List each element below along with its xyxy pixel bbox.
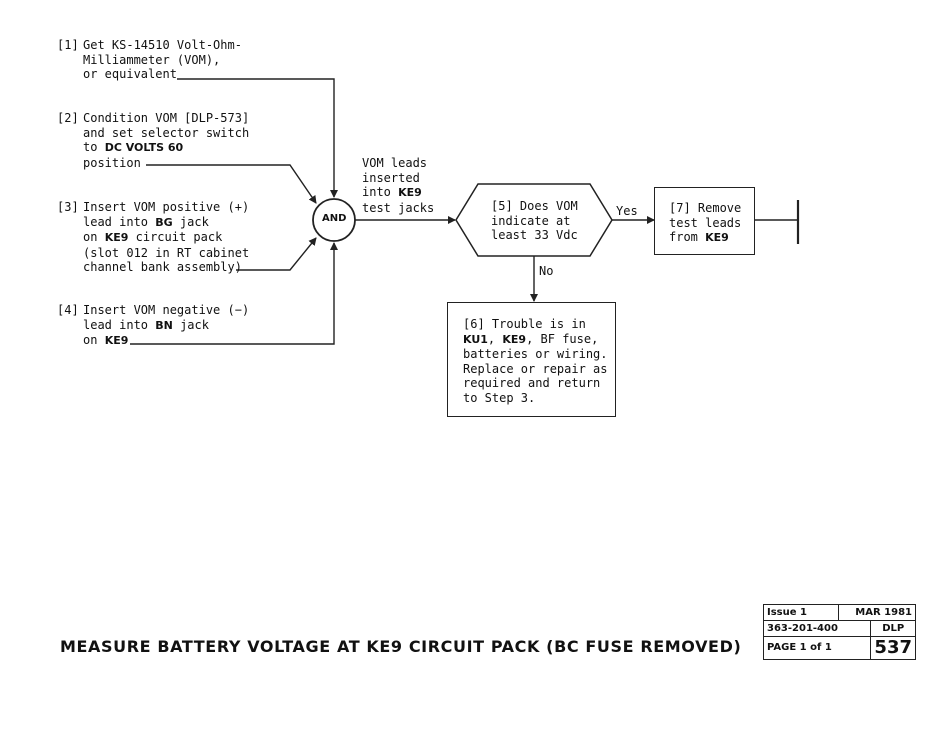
text-line: on KE9 circuit pack xyxy=(83,230,223,244)
bold-term: BN xyxy=(155,318,173,332)
page-number: PAGE 1 of 1 xyxy=(762,635,872,661)
text-line: (slot 012 in RT cabinet xyxy=(83,245,250,260)
yes-label: Yes xyxy=(616,204,638,218)
text-line: position xyxy=(83,155,141,170)
step-number: [3] xyxy=(57,200,79,214)
and-gate xyxy=(312,198,356,242)
step-number: [4] xyxy=(57,303,79,317)
text-line: Condition VOM [DLP-573] xyxy=(83,111,250,125)
no-label: No xyxy=(539,264,554,278)
issue-date: MAR 1981 xyxy=(838,604,916,621)
text-line: to DC VOLTS 60 xyxy=(83,140,184,154)
text-line: indicate at xyxy=(491,213,571,228)
connector-step1-and xyxy=(177,78,338,198)
step-text: Insert VOM positive (+)lead into BG jack… xyxy=(83,200,249,275)
decision-hexagon xyxy=(455,183,613,257)
connector-step4-and xyxy=(130,242,338,345)
text-line: [6] Trouble is in xyxy=(463,317,586,331)
text-line: Replace or repair as xyxy=(463,361,608,376)
bold-term: BG xyxy=(155,215,173,229)
dlp-number: 537 xyxy=(870,635,916,661)
text-line: and set selector switch xyxy=(83,125,250,140)
text-line: VOM leads xyxy=(362,156,428,170)
text-line: Get KS-14510 Volt-Ohm- xyxy=(83,38,242,52)
text-line: Milliammeter (VOM), xyxy=(83,52,221,67)
bold-term: KU1 xyxy=(463,332,488,346)
dlp-label: DLP xyxy=(870,619,916,637)
bold-term: KE9 xyxy=(705,231,729,244)
text-line: test leads xyxy=(669,215,742,230)
text-line: into KE9 xyxy=(362,185,422,199)
connector-step3-and xyxy=(236,237,317,271)
text-line: on KE9 xyxy=(83,333,129,347)
connector-step2-and xyxy=(146,164,317,204)
bold-term: KE9 xyxy=(104,231,129,244)
issue-number: Issue 1 xyxy=(763,604,839,621)
text-line: test jacks xyxy=(362,200,435,215)
bold-term: KE9 xyxy=(398,186,422,199)
step-number: [1] xyxy=(57,38,79,52)
issue-block: Issue 1 MAR 1981 363-201-400 DLP PAGE 1 … xyxy=(762,604,916,661)
bold-term: DC VOLTS 60 xyxy=(104,141,184,154)
text-line: [7] Remove xyxy=(669,201,742,215)
step-number: [2] xyxy=(57,111,79,125)
text-line: [5] Does VOM xyxy=(491,199,578,213)
step-text: Get KS-14510 Volt-Ohm-Milliammeter (VOM)… xyxy=(83,38,242,82)
text-line: batteries or wiring. xyxy=(463,347,608,361)
text-line: Insert VOM negative (−) xyxy=(83,303,250,317)
text-line: Insert VOM positive (+) xyxy=(83,200,250,214)
step-text: Condition VOM [DLP-573]and set selector … xyxy=(83,111,249,170)
section-number: 363-201-400 xyxy=(762,619,872,637)
page-title: MEASURE BATTERY VOLTAGE AT KE9 CIRCUIT P… xyxy=(60,637,742,656)
text-line: required and return xyxy=(463,376,601,390)
text-line: KU1, KE9, BF fuse, xyxy=(463,331,599,346)
text-line: channel bank assembly) xyxy=(83,260,242,274)
text-line: lead into BG jack xyxy=(83,214,209,229)
text-line: or equivalent xyxy=(83,67,177,81)
step-text: Insert VOM negative (−)lead into BN jack… xyxy=(83,303,249,349)
text-line: inserted xyxy=(362,170,420,185)
text-line: least 33 Vdc xyxy=(491,228,578,242)
bold-term: KE9 xyxy=(104,334,129,347)
bold-term: KE9 xyxy=(502,332,527,346)
text-line: from KE9 xyxy=(669,230,729,244)
and-gate-label: AND xyxy=(322,213,347,224)
text-line: to Step 3. xyxy=(463,390,536,405)
text-line: lead into BN jack xyxy=(83,317,209,332)
